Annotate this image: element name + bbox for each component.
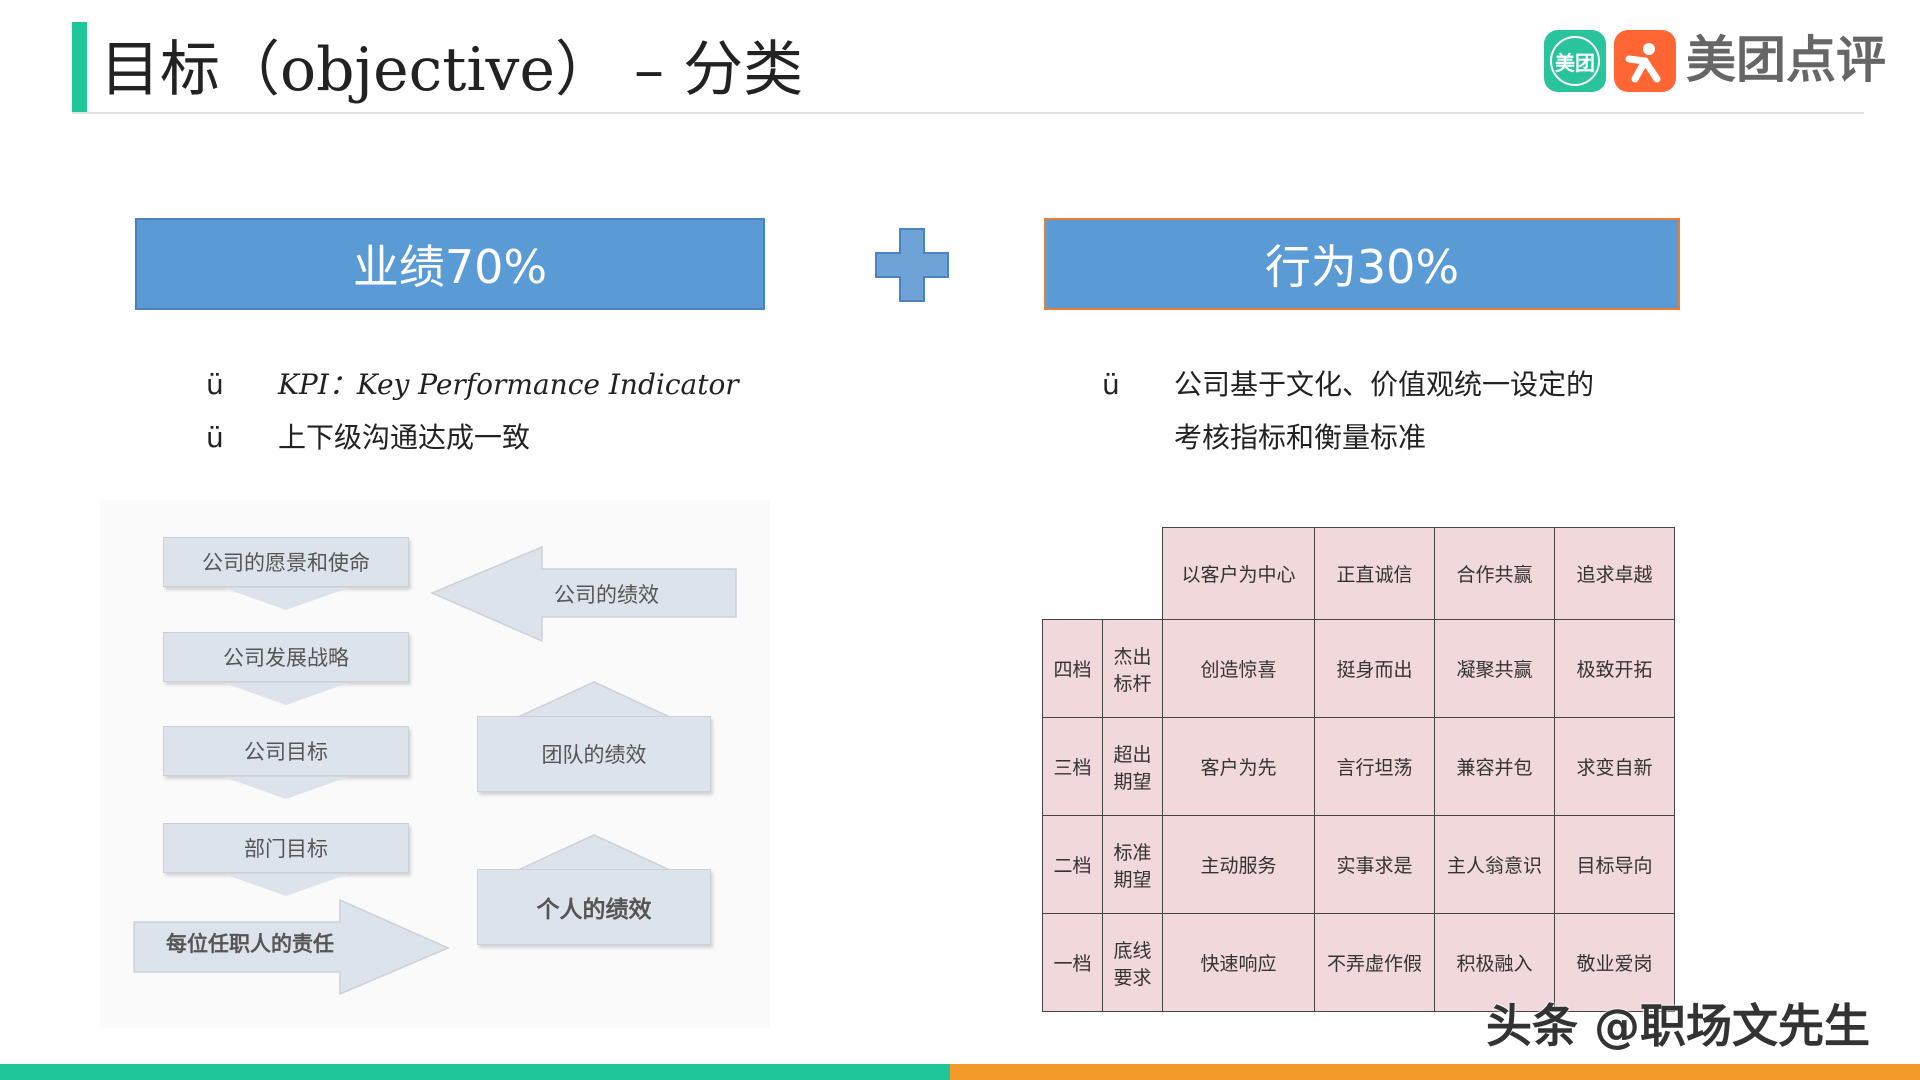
brand-name: 美团点评 [1686,31,1886,89]
performance-category-box: 业绩70% [135,218,765,310]
left-arrow-icon [430,545,737,643]
bullet-text: 考核指标和衡量标准 [1174,421,1427,454]
table-row: 二档 标准期望 主动服务 实事求是 主人翁意识 目标导向 [1042,815,1675,914]
table-cell: 敬业爱岗 [1554,913,1675,1012]
individual-responsibility-label: 每位任职人的责任 [166,932,334,956]
table-cell: 求变自新 [1554,717,1675,816]
up-arrow-icon [515,681,673,719]
meituan-logo-icon: 美团 [1544,30,1606,92]
level-cell: 三档 [1042,717,1103,816]
down-arrow-icon [224,777,348,799]
table-cell: 客户为先 [1162,717,1315,816]
table-row: 三档 超出期望 客户为先 言行坦荡 兼容并包 求变自新 [1042,717,1675,816]
table-cell: 兼容并包 [1434,717,1555,816]
flow-step-strategy: 公司发展战略 [163,632,409,682]
table-corner [1042,527,1103,620]
plus-icon [875,228,949,302]
watermark: 头条 @职场文先生 [1486,999,1871,1053]
table-header-cell: 正直诚信 [1314,527,1435,620]
footer-bar-orange [950,1064,1920,1080]
down-arrow-icon [224,683,348,705]
level-desc-line: 杰出 [1113,645,1152,668]
behavior-category-box: 行为30% [1044,218,1680,310]
level-cell: 四档 [1042,619,1103,718]
level-desc-line: 期望 [1113,770,1152,793]
values-behavior-table: 以客户为中心 正直诚信 合作共赢 追求卓越 四档 杰出标杆 创造惊喜 挺身而出 … [1042,527,1675,1012]
down-arrow-icon [224,588,348,610]
level-desc-line: 标准 [1113,841,1152,864]
level-cell: 二档 [1042,815,1103,914]
table-cell: 实事求是 [1314,815,1435,914]
flow-step-department-goal: 部门目标 [163,823,409,873]
team-performance-box: 团队的绩效 [477,716,711,792]
table-header-row: 以客户为中心 正直诚信 合作共赢 追求卓越 [1042,527,1675,620]
level-desc-line: 要求 [1113,966,1152,989]
table-row: 一档 底线要求 快速响应 不弄虚作假 积极融入 敬业爱岗 [1042,913,1675,1012]
level-cell: 一档 [1042,913,1103,1012]
table-cell: 主人翁意识 [1434,815,1555,914]
flow-step-vision: 公司的愿景和使命 [163,537,409,587]
level-desc-cell: 杰出标杆 [1102,619,1163,718]
title-accent-bar [72,22,87,112]
footer-bar-green [0,1064,950,1080]
table-cell: 创造惊喜 [1162,619,1315,718]
page-title: 目标（objective） – 分类 [100,35,804,105]
list-item: ü KPI：Key Performance Indicator [206,365,806,405]
table-cell: 积极融入 [1434,913,1555,1012]
table-header-cell: 合作共赢 [1434,527,1555,620]
flow-step-company-goal: 公司目标 [163,726,409,776]
table-header-cell: 追求卓越 [1554,527,1675,620]
table-cell: 快速响应 [1162,913,1315,1012]
title-divider [72,112,1864,114]
table-cell: 目标导向 [1554,815,1675,914]
list-item: ü 上下级沟通达成一致 [206,418,806,458]
table-cell: 挺身而出 [1314,619,1435,718]
level-desc-cell: 超出期望 [1102,717,1163,816]
bullet-text: KPI：Key Performance Indicator [278,368,739,401]
individual-performance-box: 个人的绩效 [477,869,711,945]
table-cell: 凝聚共赢 [1434,619,1555,718]
table-header-cell: 以客户为中心 [1162,527,1315,620]
meituan-logo-text: 美团 [1550,36,1600,86]
bullet-mark: ü [1102,368,1120,401]
table-cell: 不弄虚作假 [1314,913,1435,1012]
dianping-logo-icon [1614,30,1676,92]
level-desc-line: 底线 [1113,939,1152,962]
right-arrow-icon [133,898,450,996]
company-performance-label: 公司的绩效 [554,583,659,607]
table-cell: 极致开拓 [1554,619,1675,718]
level-desc-cell: 标准期望 [1102,815,1163,914]
level-desc-cell: 底线要求 [1102,913,1163,1012]
bullet-mark: ü [206,421,224,454]
down-arrow-icon [224,874,348,896]
list-item: 考核指标和衡量标准 [1102,418,1802,458]
level-desc-line: 超出 [1113,743,1152,766]
bullet-text: 公司基于文化、价值观统一设定的 [1174,368,1595,401]
table-row: 四档 杰出标杆 创造惊喜 挺身而出 凝聚共赢 极致开拓 [1042,619,1675,718]
table-cell: 主动服务 [1162,815,1315,914]
list-item: ü 公司基于文化、价值观统一设定的 [1102,365,1802,405]
bullet-text: 上下级沟通达成一致 [278,421,531,454]
table-corner [1102,527,1163,620]
up-arrow-icon [515,834,673,872]
bullet-mark: ü [206,368,224,401]
level-desc-line: 标杆 [1113,672,1152,695]
table-cell: 言行坦荡 [1314,717,1435,816]
level-desc-line: 期望 [1113,868,1152,891]
